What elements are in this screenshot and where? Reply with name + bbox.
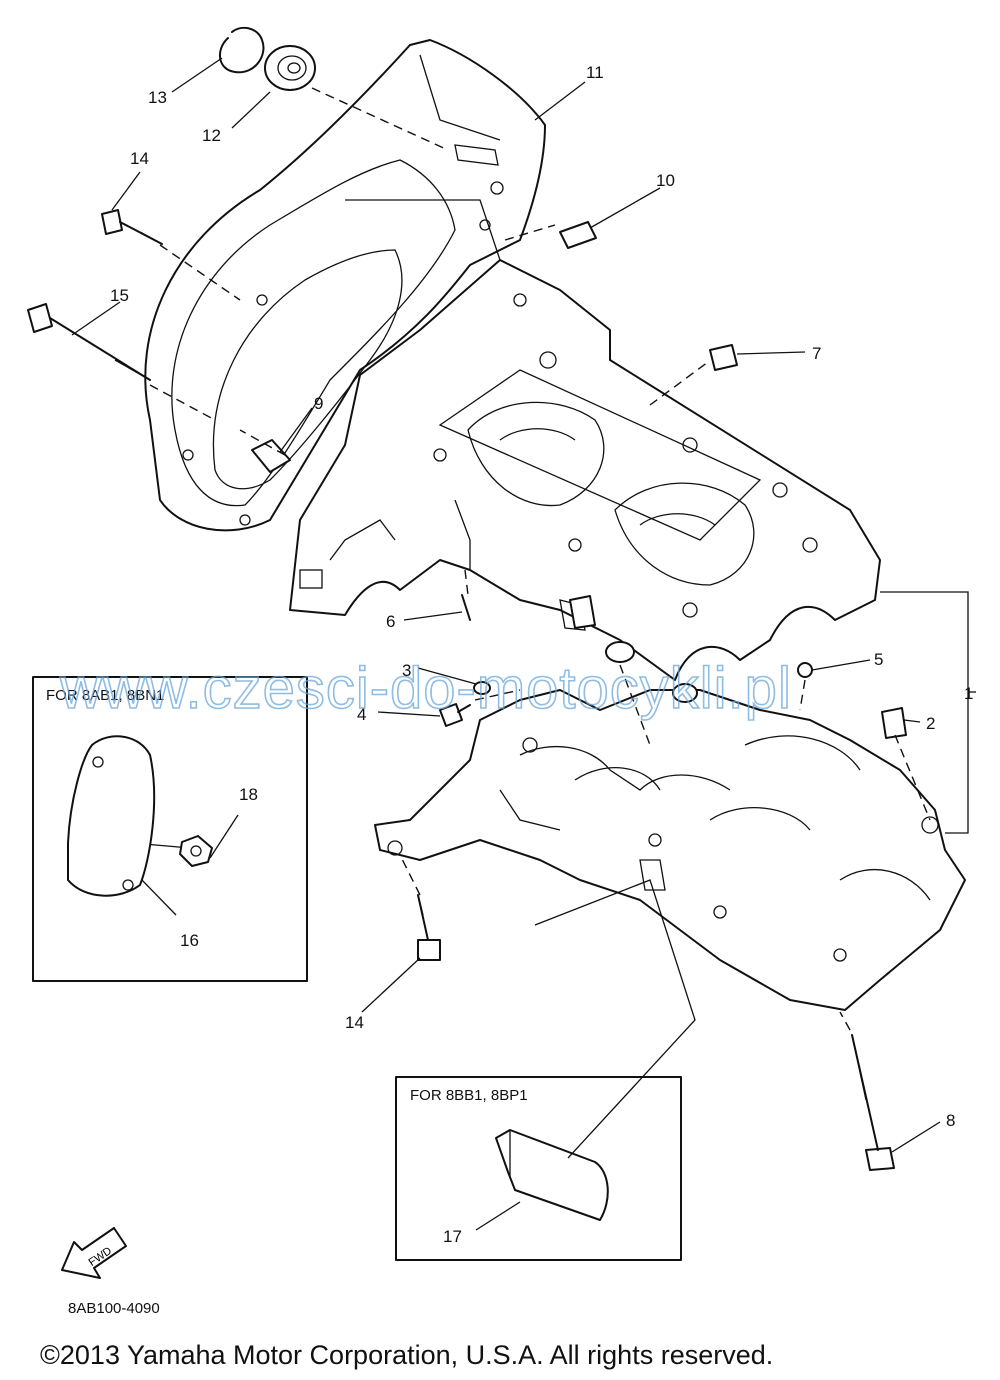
part-label: 6 xyxy=(386,612,395,631)
stud xyxy=(709,344,738,371)
part-label: 18 xyxy=(239,785,258,804)
inset-box-bottom: FOR 8BB1, 8BP1 xyxy=(395,879,696,1261)
fwd-arrow-icon: FWD xyxy=(61,1227,127,1279)
nut xyxy=(179,835,213,867)
small-parts xyxy=(27,26,907,1171)
part-label: 14 xyxy=(130,149,149,168)
part-label: 13 xyxy=(148,88,167,107)
part-label: 3 xyxy=(402,661,411,680)
part-label: 4 xyxy=(357,705,366,724)
inset-bottom-title: FOR 8BB1, 8BP1 xyxy=(410,1087,528,1104)
watermark-text: www.czesci-do-motocykli.pl xyxy=(59,656,792,721)
crankcase-lower xyxy=(374,689,966,1011)
part-label: 9 xyxy=(314,394,323,413)
plate xyxy=(495,1129,609,1221)
assembly-lines xyxy=(149,87,931,1031)
part-label: 12 xyxy=(202,126,221,145)
part-label: 1 xyxy=(964,684,973,703)
cover-plate xyxy=(67,735,156,897)
part-label: 10 xyxy=(656,171,675,190)
flywheel-cover xyxy=(144,39,546,532)
part-labels: 1 2 3 4 5 6 7 8 9 10 11 12 13 14 15 14 1… xyxy=(110,63,973,1246)
drawing-code: 8AB100-4090 xyxy=(68,1300,160,1317)
inset-left-title: FOR 8AB1, 8BN1 xyxy=(46,687,164,704)
crankcase-upper xyxy=(289,259,881,681)
dowel-pin xyxy=(559,221,597,249)
part-label: 7 xyxy=(812,344,821,363)
part-label: 15 xyxy=(110,286,129,305)
part-label: 16 xyxy=(180,931,199,950)
part-label: 2 xyxy=(926,714,935,733)
part-label: 5 xyxy=(874,650,883,669)
part-label: 17 xyxy=(443,1227,462,1246)
circlip xyxy=(219,26,265,74)
part-label: 8 xyxy=(946,1111,955,1130)
leader-lines xyxy=(71,57,976,1231)
bearing xyxy=(264,45,316,91)
part-label: 11 xyxy=(586,63,604,82)
inset-box-left: FOR 8AB1, 8BN1 xyxy=(32,676,308,982)
copyright-notice: ©2013 Yamaha Motor Corporation, U.S.A. A… xyxy=(40,1340,774,1370)
part-label: 14 xyxy=(345,1013,364,1032)
